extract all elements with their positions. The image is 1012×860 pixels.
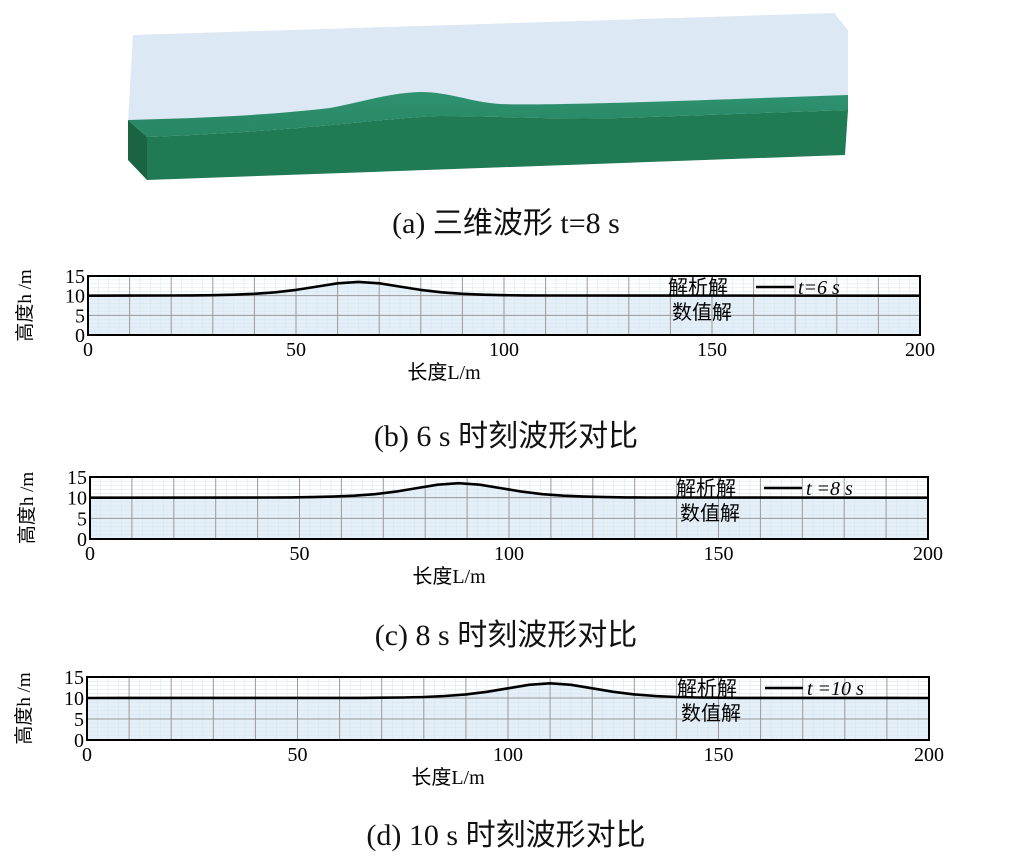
x-tick-label: 200 xyxy=(913,543,943,565)
x-tick-label: 0 xyxy=(83,339,93,361)
3d-waveform xyxy=(128,13,848,180)
legend-time-label: t =10 s xyxy=(807,678,864,700)
x-axis-label: 长度L/m xyxy=(407,361,481,384)
legend-numeric-label: 数值解 xyxy=(681,702,741,725)
y-tick-label: 5 xyxy=(75,305,85,327)
x-tick-label: 200 xyxy=(905,339,935,361)
tank-box xyxy=(128,13,848,122)
analytic-solution-line xyxy=(89,481,929,499)
x-axis-label: 长度L/m xyxy=(411,766,485,789)
y-axis-label: 高度h /m xyxy=(13,672,35,745)
x-tick-label: 150 xyxy=(704,744,734,766)
x-tick-label: 150 xyxy=(697,339,727,361)
y-tick-label: 5 xyxy=(77,508,87,530)
caption-b: (b) 6 s 时刻波形对比 xyxy=(373,420,639,453)
legend-time-label: t =8 s xyxy=(806,478,853,500)
x-tick-label: 200 xyxy=(914,744,944,766)
plot-frame xyxy=(87,275,921,336)
x-axis-label: 长度L/m xyxy=(412,565,486,588)
x-tick-label: 50 xyxy=(288,744,308,766)
y-tick-label: 10 xyxy=(67,488,87,510)
y-tick-label: 15 xyxy=(64,667,84,689)
water-top-surface xyxy=(128,92,848,137)
plot-frame xyxy=(89,476,929,540)
water-side-face xyxy=(128,120,147,180)
y-tick-label: 0 xyxy=(77,529,87,551)
legend-analytic-label: 解析解 xyxy=(677,677,737,700)
y-tick-label: 0 xyxy=(75,325,85,347)
legend-numeric-label: 数值解 xyxy=(672,301,732,324)
caption-a: (a) 三维波形 t=8 s xyxy=(392,207,620,240)
caption-c: (c) 8 s 时刻波形对比 xyxy=(374,619,638,652)
y-tick-label: 15 xyxy=(67,467,87,489)
caption-d: (d) 10 s 时刻波形对比 xyxy=(366,819,646,852)
y-tick-label: 0 xyxy=(74,730,84,752)
analytic-solution-line xyxy=(86,682,930,700)
y-tick-label: 5 xyxy=(74,709,84,731)
x-tick-label: 100 xyxy=(489,339,519,361)
x-tick-label: 50 xyxy=(286,339,306,361)
x-tick-label: 50 xyxy=(290,543,310,565)
x-tick-label: 0 xyxy=(85,543,95,565)
plot-frame xyxy=(86,676,930,741)
legend-time-label: t=6 s xyxy=(798,277,840,299)
x-tick-label: 0 xyxy=(82,744,92,766)
y-tick-label: 10 xyxy=(64,688,84,710)
y-axis-label: 高度h /m xyxy=(14,269,36,342)
x-tick-label: 100 xyxy=(494,543,524,565)
legend-numeric-label: 数值解 xyxy=(680,502,740,525)
y-tick-label: 15 xyxy=(65,266,85,288)
y-axis-label: 高度h /m xyxy=(16,472,38,545)
analytic-solution-line xyxy=(87,280,921,297)
legend-analytic-label: 解析解 xyxy=(676,477,736,500)
x-tick-label: 100 xyxy=(493,744,523,766)
legend-analytic-label: 解析解 xyxy=(668,276,728,299)
water-front-face xyxy=(147,110,848,180)
x-tick-label: 150 xyxy=(704,543,734,565)
y-tick-label: 10 xyxy=(65,286,85,308)
